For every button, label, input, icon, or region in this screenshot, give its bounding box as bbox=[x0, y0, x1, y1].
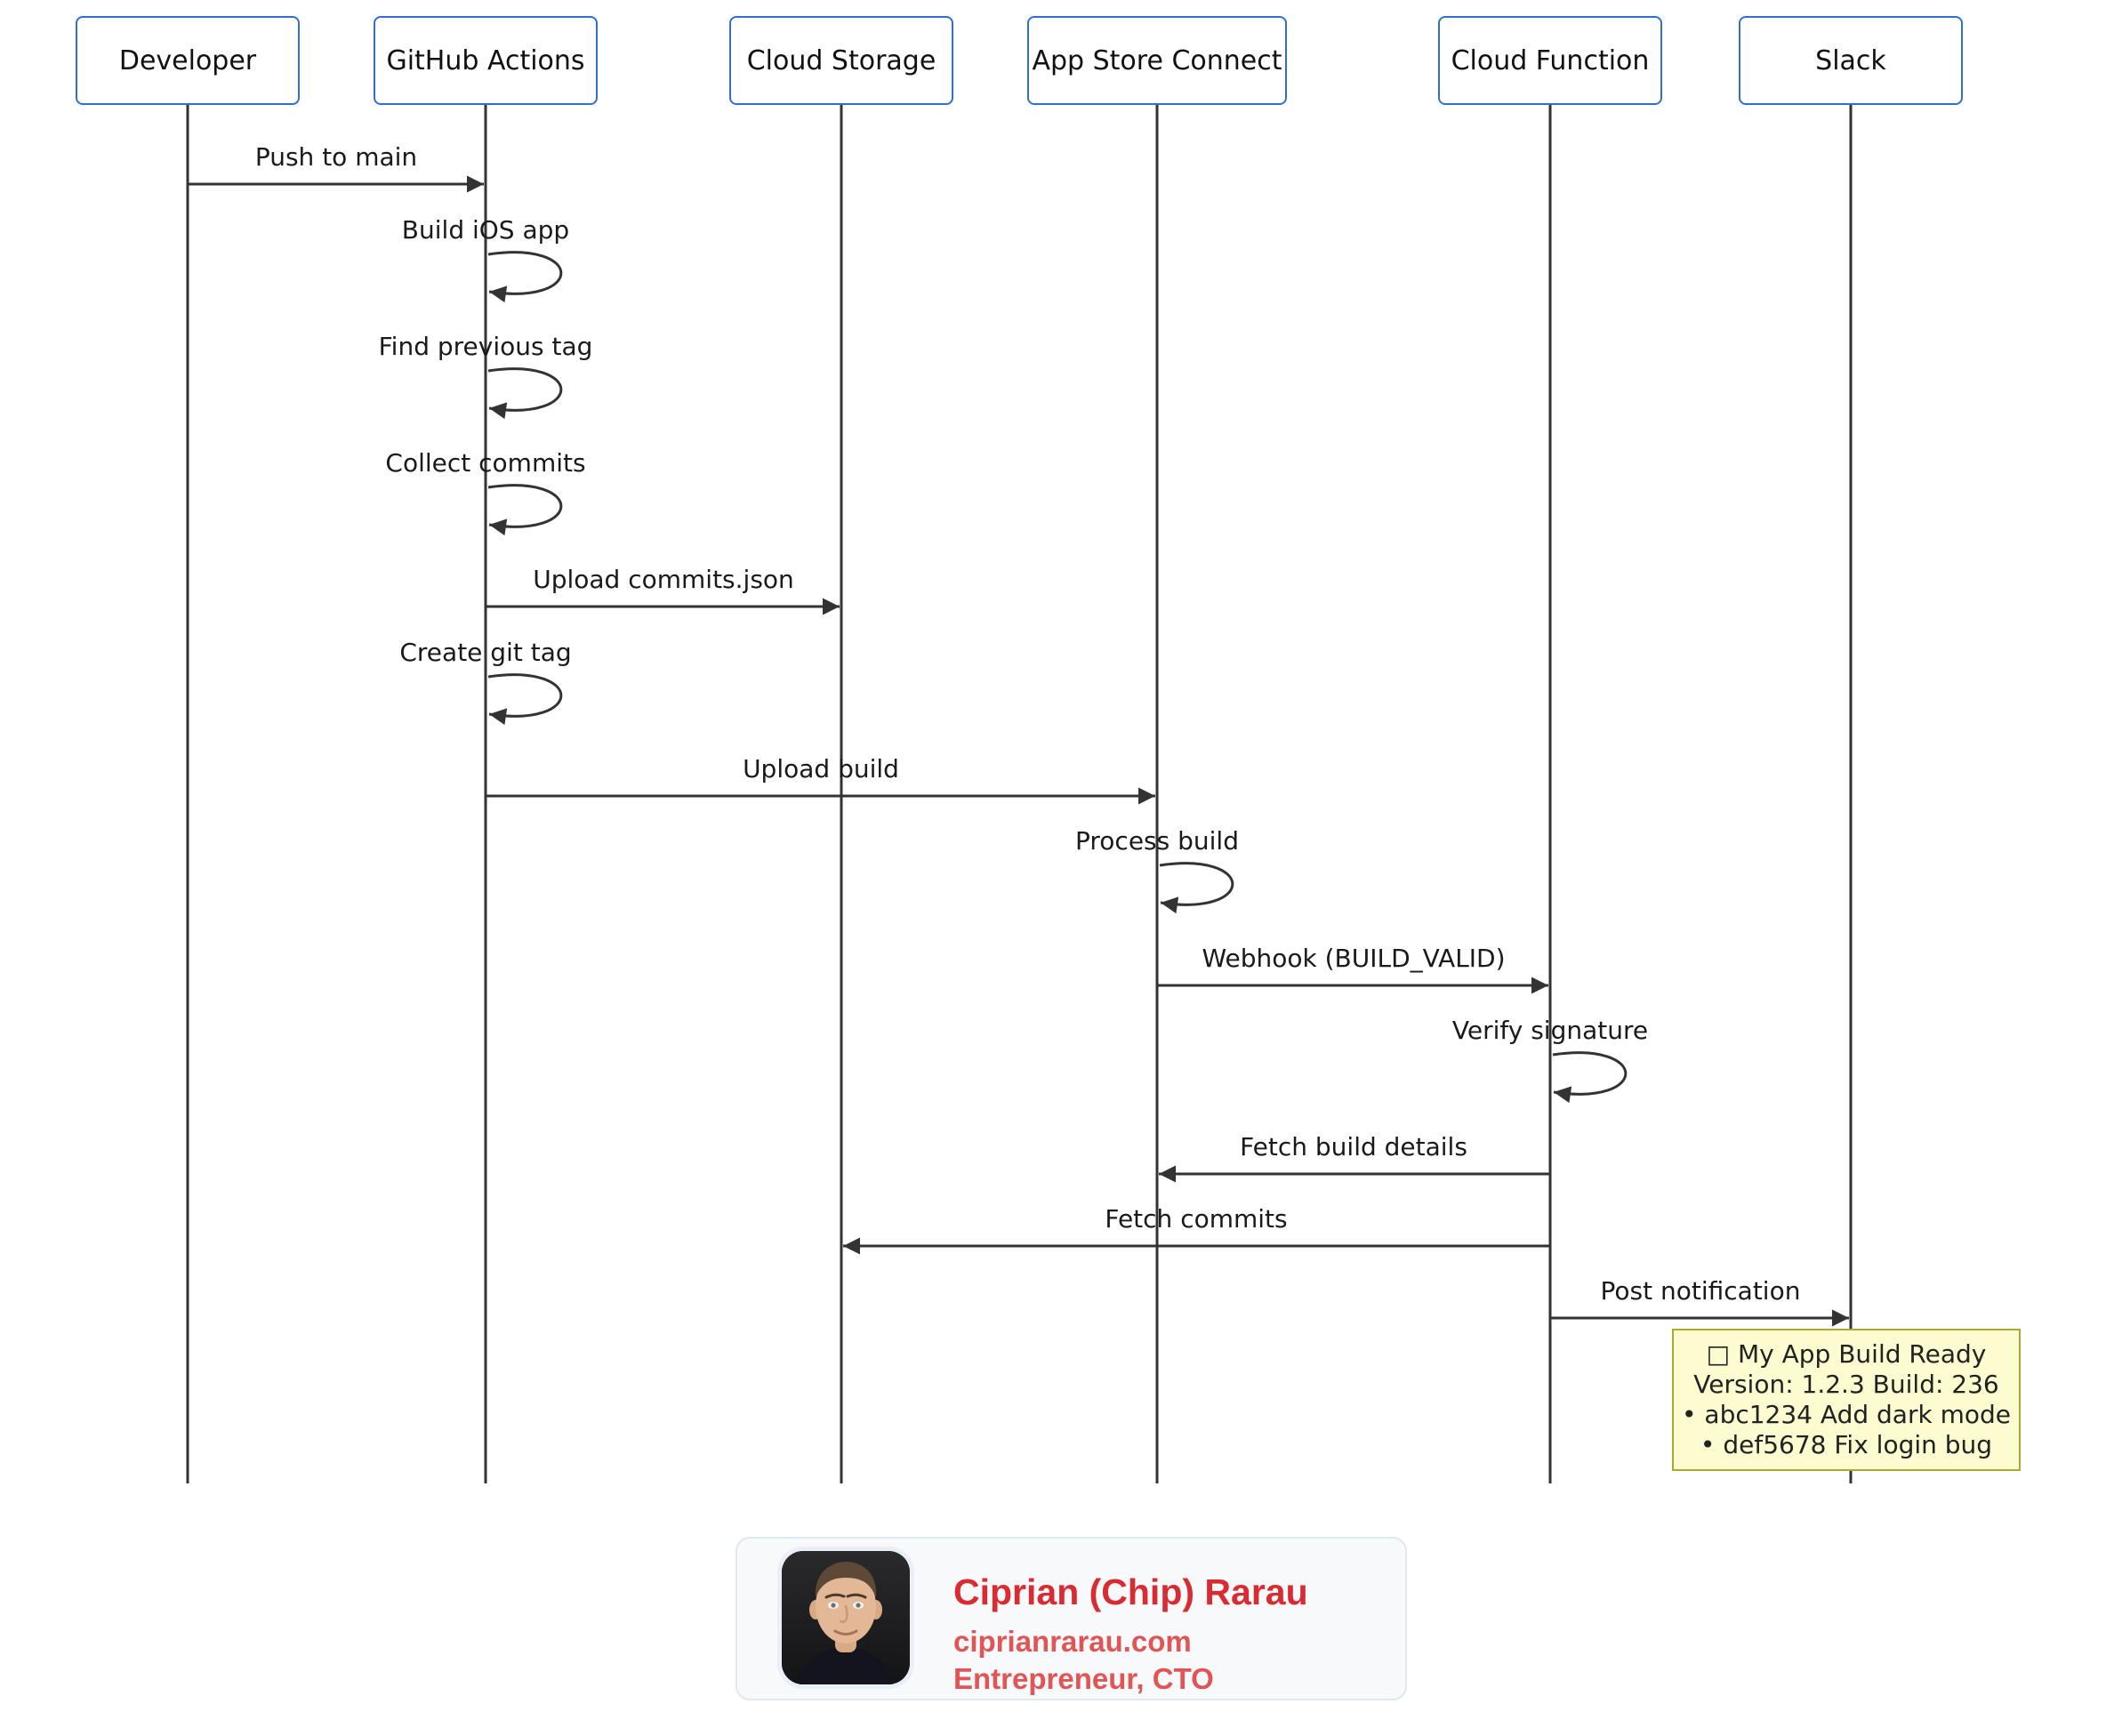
message-label-webhook-build-valid: Webhook (BUILD_VALID) bbox=[1202, 944, 1506, 973]
note-line-commit2: • def5678 Fix login bug bbox=[1700, 1430, 1993, 1459]
avatar-illustration bbox=[782, 1551, 910, 1684]
actor-cloud-function: Cloud Function bbox=[1438, 16, 1662, 105]
message-label-push-to-main: Push to main bbox=[254, 142, 418, 172]
message-label-collect-commits: Collect commits bbox=[385, 448, 586, 478]
message-label-find-previous-tag: Find previous tag bbox=[378, 332, 593, 361]
message-label-post-notification: Post notification bbox=[1600, 1276, 1801, 1306]
note-line-version: Version: 1.2.3 Build: 236 bbox=[1693, 1370, 1999, 1399]
self-loop-verify-signature bbox=[1552, 1051, 1628, 1104]
actor-slack: Slack bbox=[1739, 16, 1963, 105]
actor-github-actions: GitHub Actions bbox=[374, 16, 598, 105]
message-label-upload-build: Upload build bbox=[743, 754, 899, 784]
actor-cloud-storage: Cloud Storage bbox=[729, 16, 953, 105]
message-label-process-build: Process build bbox=[1075, 826, 1239, 856]
avatar bbox=[782, 1551, 910, 1684]
self-loop-process-build bbox=[1159, 862, 1234, 914]
note-line-commit1: • abc1234 Add dark mode bbox=[1682, 1400, 2011, 1429]
profile-name: Ciprian (Chip) Rarau bbox=[953, 1571, 1308, 1612]
message-label-fetch-build-details: Fetch build details bbox=[1240, 1132, 1467, 1161]
profile-card[interactable]: Ciprian (Chip) Rarau ciprianrarau.com En… bbox=[735, 1537, 1407, 1700]
self-loop-collect-commits bbox=[487, 484, 563, 536]
self-loop-find-previous-tag bbox=[487, 367, 563, 420]
message-label-fetch-commits: Fetch commits bbox=[1105, 1204, 1288, 1234]
note-line-title: □ My App Build Ready bbox=[1706, 1339, 1987, 1369]
self-loop-build-ios-app bbox=[487, 251, 563, 303]
profile-title: Entrepreneur, CTO bbox=[953, 1662, 1214, 1695]
actor-app-store-connect: App Store Connect bbox=[1027, 16, 1287, 105]
note-slack-message: □ My App Build Ready Version: 1.2.3 Buil… bbox=[1672, 1329, 2021, 1471]
message-label-build-ios-app: Build iOS app bbox=[401, 215, 570, 245]
message-label-verify-signature: Verify signature bbox=[1451, 1016, 1649, 1045]
message-label-create-git-tag: Create git tag bbox=[399, 638, 572, 667]
message-label-upload-commits-json: Upload commits.json bbox=[533, 565, 794, 594]
profile-website[interactable]: ciprianrarau.com bbox=[953, 1625, 1192, 1658]
self-loop-create-git-tag bbox=[487, 673, 563, 726]
actor-developer: Developer bbox=[76, 16, 300, 105]
